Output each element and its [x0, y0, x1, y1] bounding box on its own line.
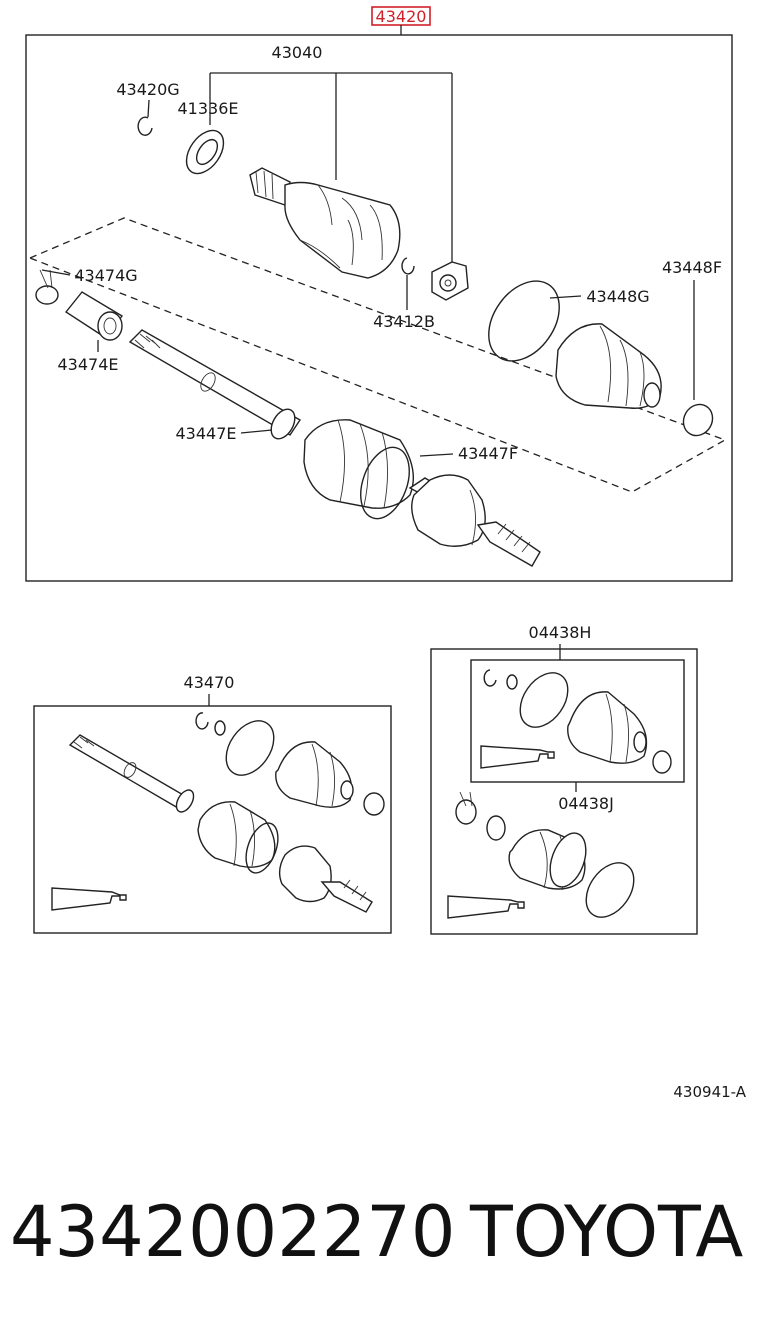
kit-frame-04438h [470, 659, 685, 783]
label-43420g[interactable]: 43420G [116, 80, 179, 99]
kit-04438j-parts [447, 791, 635, 919]
clamp-43474g [35, 269, 59, 305]
kit-frame-outer [430, 648, 698, 935]
kit-04438h-parts [480, 669, 672, 774]
label-43447e[interactable]: 43447E [175, 424, 236, 443]
outboard-joint [408, 474, 541, 567]
inboard-boot [555, 323, 662, 409]
snap-ring-43420g [137, 116, 153, 136]
leader-43420g [147, 99, 150, 118]
label-04438h[interactable]: 04438H [529, 623, 592, 642]
label-43474g[interactable]: 43474G [74, 266, 137, 285]
leader-43448g [549, 295, 582, 299]
assembly-part-label[interactable]: 43420 [376, 7, 427, 26]
outboard-boot [303, 419, 414, 509]
label-04438j[interactable]: 04438J [558, 794, 614, 813]
assembly-frame [25, 34, 733, 582]
band-43448f [682, 403, 714, 437]
leader-43447e [240, 429, 273, 434]
leader-43447f [419, 453, 454, 457]
kit-43470-parts [51, 712, 385, 913]
label-43470[interactable]: 43470 [184, 673, 235, 692]
clip-43412b [401, 257, 415, 275]
bracket-43040 [209, 72, 453, 262]
label-43474e[interactable]: 43474E [57, 355, 118, 374]
brand-name: TOYOTA [470, 1191, 744, 1273]
reference-code: 430941-A [673, 1083, 746, 1101]
kit-frame-43470 [33, 705, 392, 934]
seal-41336e [185, 129, 225, 175]
band-43448g [488, 280, 560, 362]
band-43447f [360, 446, 410, 520]
label-43447f[interactable]: 43447F [458, 444, 518, 463]
tripod-joint [431, 261, 469, 301]
inboard-joint-43040 [249, 167, 401, 279]
leader-43474g [41, 269, 71, 276]
label-41336e[interactable]: 41336E [177, 99, 238, 118]
label-43448f[interactable]: 43448F [662, 258, 722, 277]
label-43448g[interactable]: 43448G [586, 287, 649, 306]
drive-shaft [128, 329, 301, 440]
label-43040[interactable]: 43040 [272, 43, 323, 62]
part-number: 4342002270 [10, 1191, 456, 1273]
damper-43474e [64, 291, 124, 341]
